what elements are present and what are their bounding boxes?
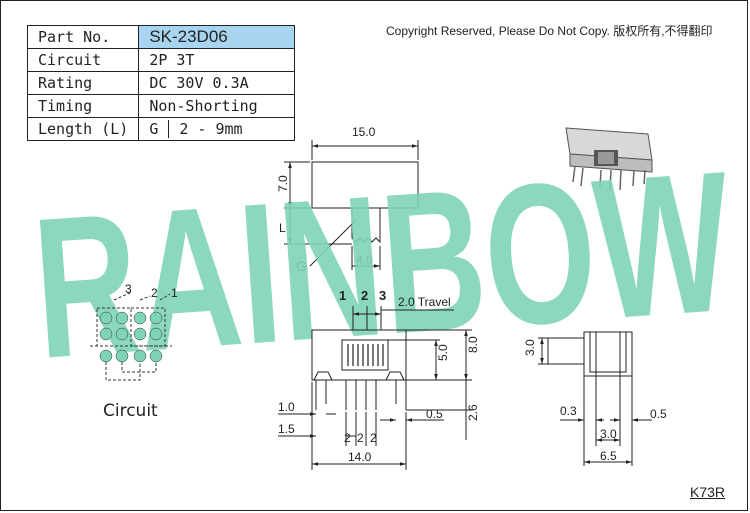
pin-length-dim: 2.6 [466,404,480,421]
spec-row-timing: Timing Non-Shorting [26,94,296,118]
pin-pitch-2: 2 [357,431,364,445]
length-g-code: G [149,120,170,138]
spec-label: Circuit [26,48,140,72]
top-width-dim: 15.0 [352,125,376,139]
circuit-pin-1: 1 [171,286,178,300]
side-view [538,331,652,466]
spec-label: Rating [26,71,140,95]
total-width-dim: 14.0 [348,450,372,464]
circuit-diagram [90,291,172,381]
travel-dim: 2.0 Travel [398,295,451,309]
circuit-pin-3: 3 [125,282,132,296]
g-label: G [296,258,307,274]
spec-row-length: Length (L) G 2 - 9mm [26,117,296,141]
front-pin-2: 2 [361,288,368,303]
product-photo [565,127,653,191]
circuit-pin-2: 2 [151,286,158,300]
model-code: K73R [690,484,726,500]
front-pin-1: 1 [339,288,346,303]
total-height-dim: 8.0 [466,336,480,353]
front-pin-3: 3 [379,288,386,303]
spec-row-rating: Rating DC 30V 0.3A [26,71,296,95]
part-number-value: SK-23D06 [138,25,296,49]
lever-length-dim: L [279,221,286,235]
side-pitch-dim: 3.0 [600,427,617,441]
copyright-notice: Copyright Reserved, Please Do Not Copy. … [386,24,713,38]
side-right-dim: 0.5 [650,407,667,421]
circuit-label: Circuit [103,401,158,421]
spec-label: Length (L) [26,117,140,141]
pin-pitch-1: 2 [344,431,351,445]
side-lever-height-dim: 3.0 [523,339,537,356]
front-view [278,306,472,470]
offset-left-a-dim: 1.0 [278,400,295,414]
side-width-dim: 6.5 [600,449,617,463]
length-range: 2 - 9mm [179,120,243,138]
spec-row-part-no: Part No. SK-23D06 [26,25,296,49]
spec-value-length: G 2 - 9mm [138,117,296,141]
spec-label: Timing [26,94,140,118]
offset-right-dim: 0.5 [426,407,443,421]
pin-pitch-3: 2 [370,431,377,445]
spec-table: Part No. SK-23D06 Circuit 2P 3T Rating D… [26,25,296,141]
lever-width-dim: 4.0 [356,253,373,267]
offset-left-b-dim: 1.5 [278,422,295,436]
top-view [284,140,419,270]
body-height-dim: 5.0 [436,344,450,361]
side-left-dim: 0.3 [560,404,577,418]
top-height-dim: 7.0 [276,175,290,192]
spec-value: DC 30V 0.3A [138,71,296,95]
